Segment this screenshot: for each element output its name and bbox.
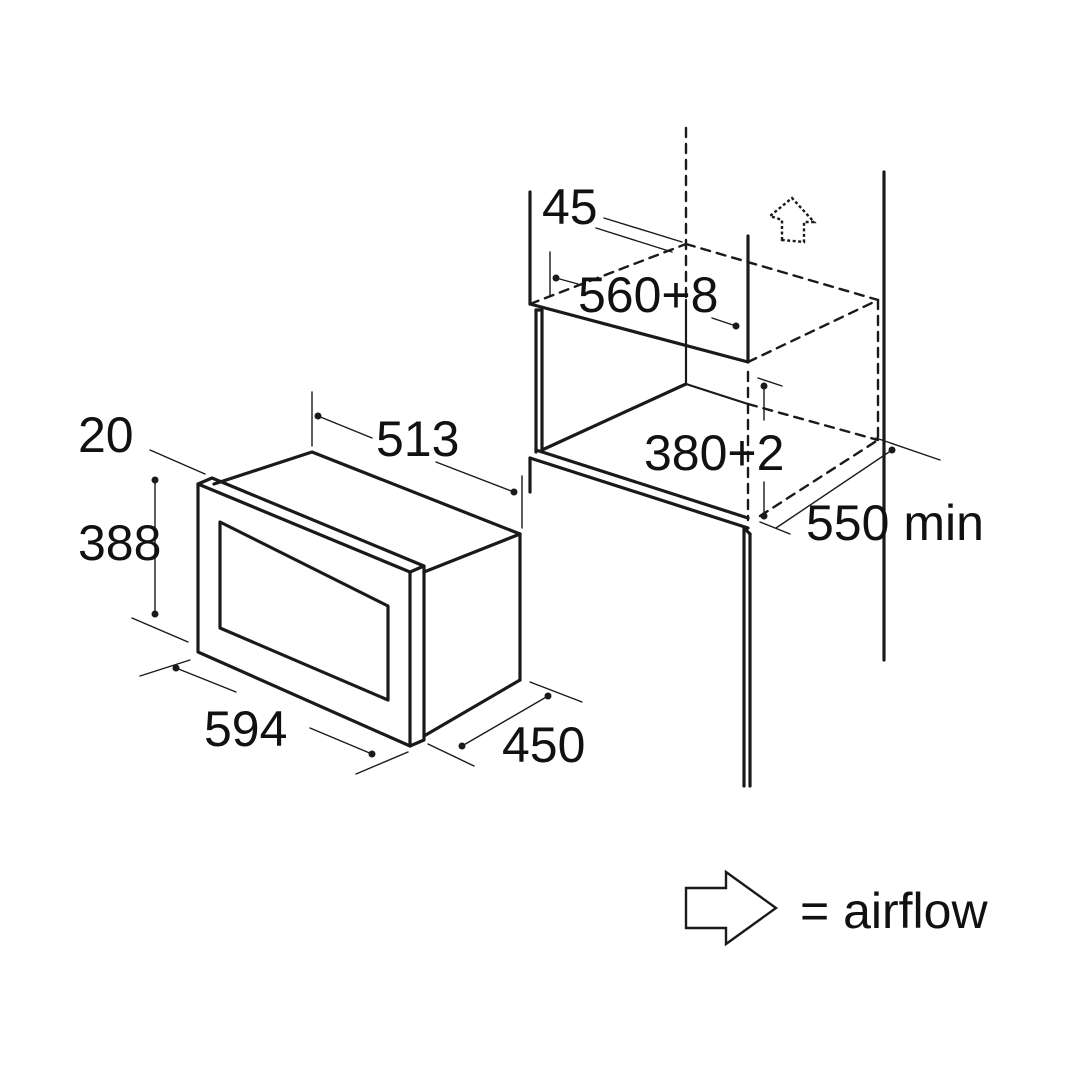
- legend-text: = airflow: [800, 883, 988, 939]
- dim-appliance-total-depth: 450: [502, 717, 585, 773]
- airflow-up-arrow-icon: [767, 196, 817, 244]
- appliance-dimension-lines: [131, 391, 583, 775]
- dim-appliance-depth-front: 20: [78, 407, 134, 463]
- dim-appliance-depth-body: 513: [376, 411, 459, 467]
- cabinet-drawing: [528, 170, 886, 788]
- dim-niche-height: 380+2: [644, 425, 784, 481]
- cabinet-hidden-lines: [528, 126, 880, 522]
- dim-niche-top-clearance: 45: [542, 179, 598, 235]
- airflow-arrow-icon: [684, 869, 779, 947]
- legend: = airflow: [684, 869, 988, 947]
- appliance-drawing: [196, 450, 522, 748]
- niche-dimension-lines: [549, 217, 941, 535]
- dim-appliance-height: 388: [78, 515, 161, 571]
- dim-niche-depth: 550 min: [806, 495, 984, 551]
- dim-appliance-width: 594: [204, 701, 287, 757]
- dim-niche-width: 560+8: [578, 267, 718, 323]
